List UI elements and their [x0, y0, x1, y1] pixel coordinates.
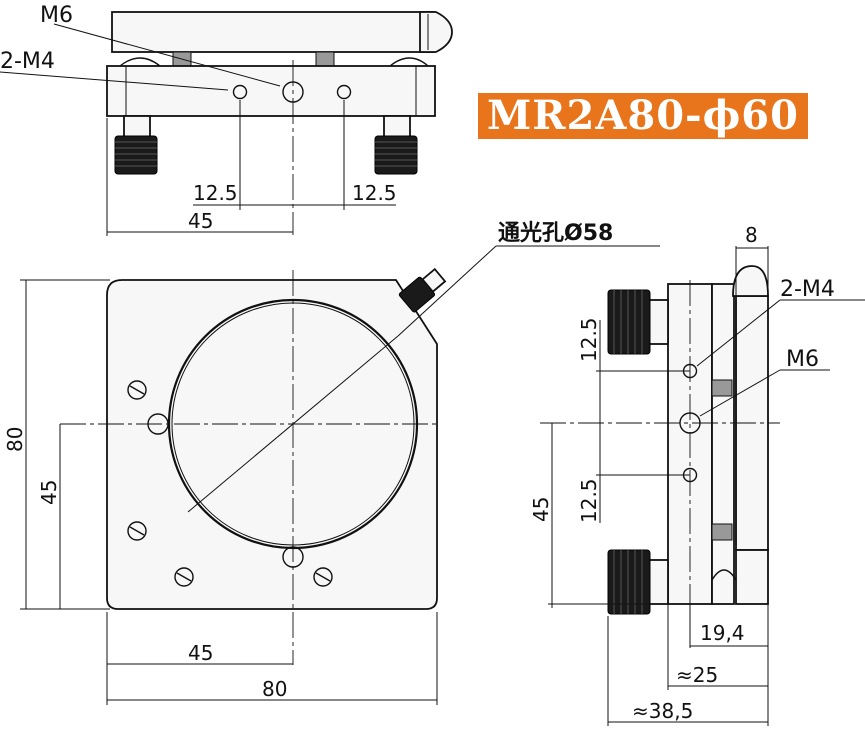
- dim-front-45-vertical: 45: [37, 480, 61, 505]
- dim-side-12-5-upper: 12.5: [577, 317, 601, 362]
- dim-side-12-5-lower: 12.5: [577, 478, 601, 523]
- hole-m4-left: [232, 84, 248, 100]
- dim-top-12-5-left: 12.5: [193, 181, 238, 205]
- dim-front-80-horizontal: 80: [262, 677, 287, 701]
- side-label-2-m4: 2-M4: [780, 277, 835, 302]
- label-2-m4: 2-M4: [0, 49, 55, 74]
- dim-side-38-5: ≈38,5: [632, 699, 693, 723]
- front-hole-bottom: [282, 546, 304, 568]
- dim-side-19-4: 19,4: [700, 621, 745, 645]
- knob-top-left: [114, 135, 158, 175]
- hole-m4-right: [336, 84, 352, 100]
- dim-front-45-horizontal: 45: [188, 641, 213, 665]
- knob-side-top: [607, 289, 651, 355]
- front-knob: [398, 267, 447, 313]
- dim-side-8: 8: [745, 223, 758, 247]
- dim-side-45: 45: [529, 497, 553, 522]
- model-title: MR2A80-ϕ60: [487, 92, 799, 139]
- knob-top-right: [374, 135, 418, 175]
- top-cap: [419, 11, 453, 53]
- front-view: 通光孔Ø58 80 45 45 80: [3, 221, 660, 705]
- front-screws: [127, 380, 333, 587]
- side-view: 2-M4 M6 8 12.5 12.5 45 19,4 ≈25 ≈38,5: [529, 223, 865, 726]
- dim-top-12-5-right: 12.5: [352, 181, 397, 205]
- front-plate: [106, 279, 438, 610]
- dim-top-45: 45: [188, 209, 213, 233]
- top-body: [106, 65, 436, 117]
- label-m6: M6: [40, 3, 73, 28]
- top-plate: [111, 11, 435, 53]
- title-badge: [478, 93, 808, 139]
- side-label-m6: M6: [786, 347, 819, 372]
- knob-side-bottom: [607, 549, 651, 615]
- dim-side-25: ≈25: [676, 663, 718, 687]
- front-hole-left: [147, 413, 169, 435]
- spring-right: [315, 51, 335, 67]
- side-cap: [732, 265, 769, 297]
- top-view: M6 2-M4 12.5 12.5 45: [0, 3, 453, 236]
- dim-front-80-vertical: 80: [3, 427, 27, 452]
- label-aperture: 通光孔Ø58: [498, 221, 613, 246]
